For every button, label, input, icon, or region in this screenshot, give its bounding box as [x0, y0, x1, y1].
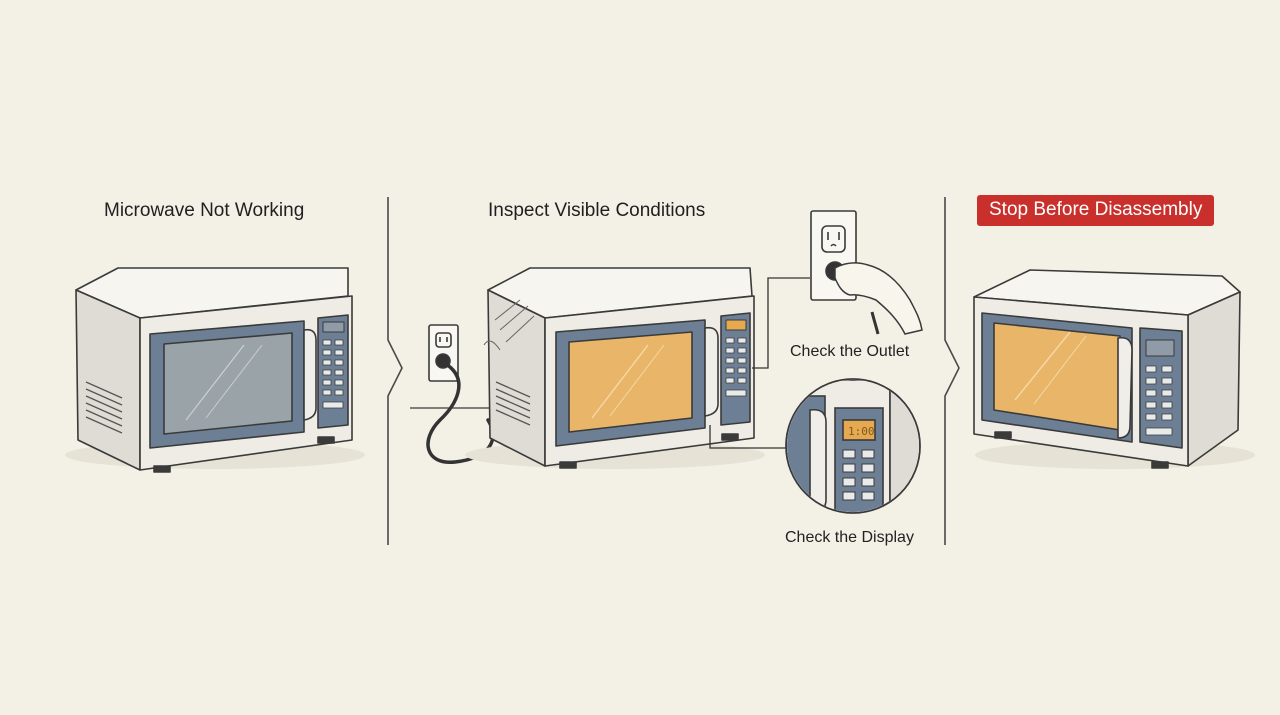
divider-2: [944, 197, 960, 545]
outlet-callout: [752, 210, 923, 369]
panel-3-title-badge: Stop Before Disassembly: [977, 195, 1215, 226]
display-callout-label: Check the Display: [785, 529, 914, 546]
panel-2-title: Inspect Visible Conditions: [488, 200, 706, 221]
svg-text:1:00: 1:00: [848, 425, 875, 438]
hand-icon: [834, 262, 923, 335]
panel-1-title: Microwave Not Working: [104, 200, 305, 221]
microwave-icon: [465, 267, 765, 469]
outlet-callout-label: Check the Outlet: [790, 343, 910, 360]
display-callout: 1:00: [709, 378, 921, 514]
microwave-icon: [973, 269, 1255, 469]
chevron-right-icon: [387, 197, 403, 545]
microwave-icon: [65, 267, 365, 473]
chevron-right-icon: [944, 197, 960, 545]
divider-1: [387, 197, 403, 545]
